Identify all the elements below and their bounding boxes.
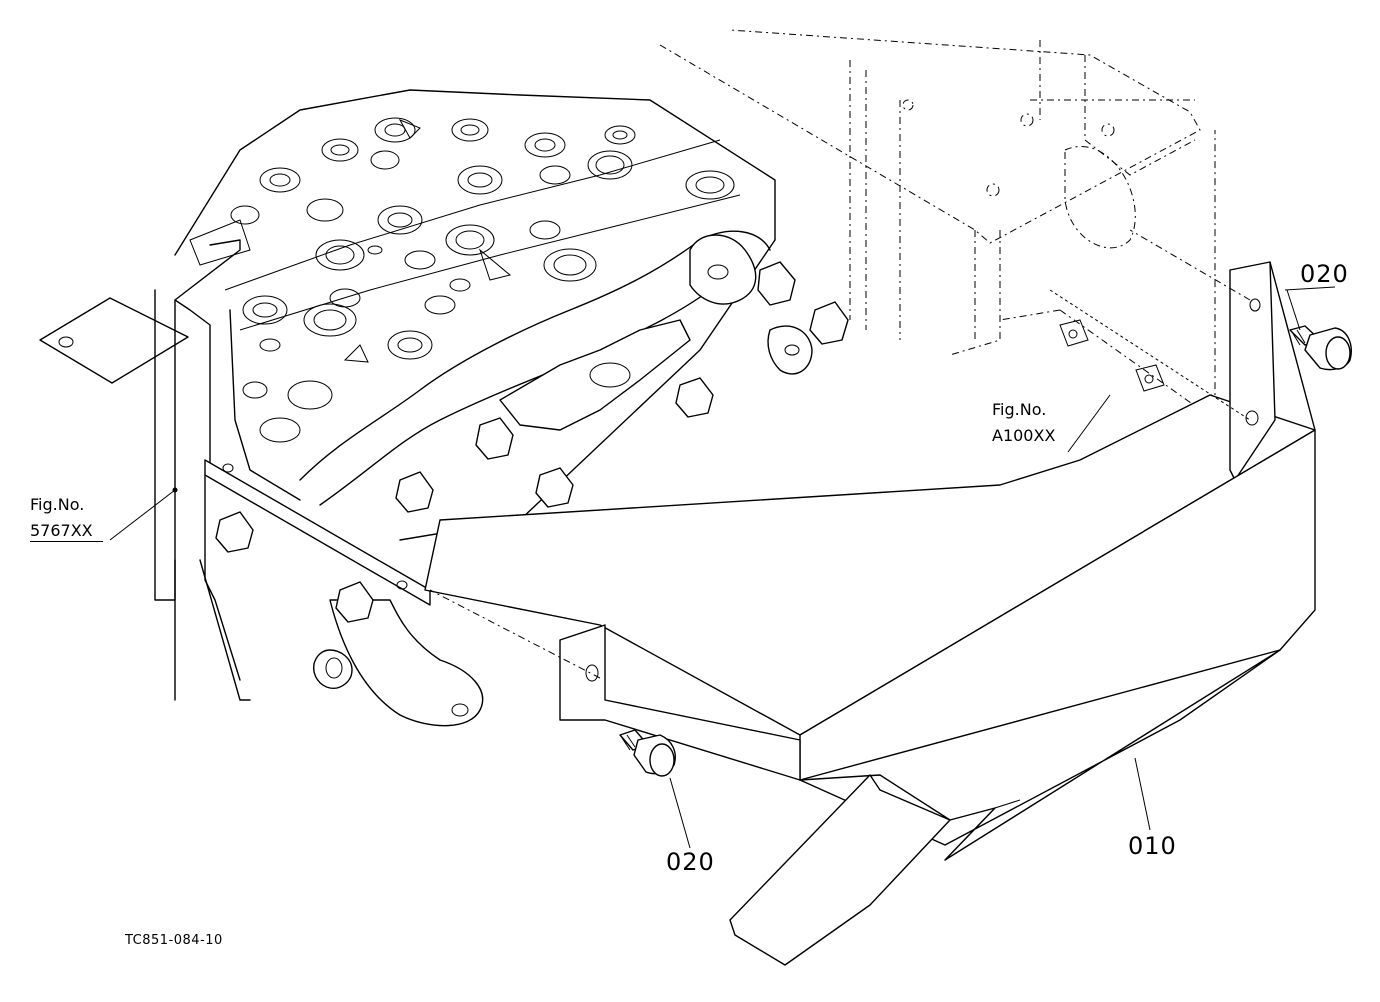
fig-ref-5767xx-line1: Fig.No. bbox=[30, 495, 85, 514]
bolt-020-top bbox=[1289, 325, 1352, 371]
frame-nuts bbox=[1059, 319, 1165, 392]
cylinder-head bbox=[174, 89, 776, 541]
leader-lines bbox=[109, 229, 1336, 849]
left-bracket bbox=[39, 239, 431, 701]
frame-outline bbox=[659, 29, 1216, 421]
heat-shield-010 bbox=[424, 261, 1316, 966]
fig-ref-a100xx-line2: A100XX bbox=[992, 426, 1056, 445]
part-label-020-top: 020 bbox=[1300, 260, 1349, 288]
bolt-020-bottom bbox=[619, 729, 676, 777]
fig-ref-5767xx-line2: 5767XX bbox=[30, 523, 103, 542]
exhaust-manifold bbox=[215, 230, 849, 727]
part-label-010: 010 bbox=[1128, 832, 1177, 860]
part-label-020-bottom: 020 bbox=[666, 848, 715, 876]
drawing-code: TC851-084-10 bbox=[125, 933, 223, 948]
fig-ref-a100xx-line1: Fig.No. bbox=[992, 400, 1047, 419]
